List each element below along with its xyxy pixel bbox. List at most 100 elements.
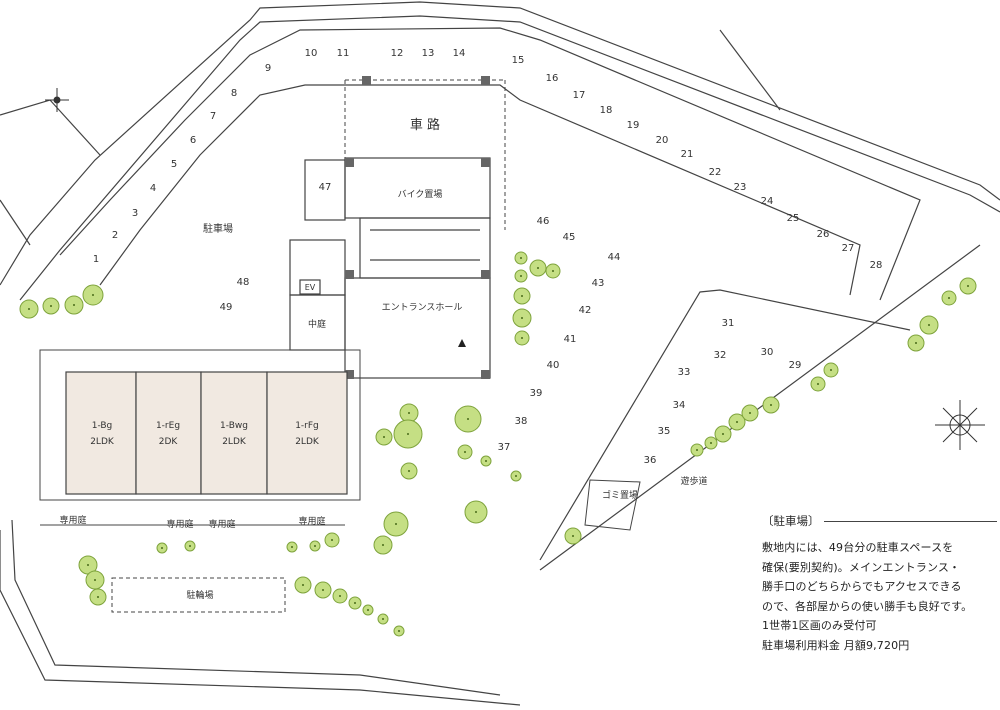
- parking-space-number: 24: [761, 196, 774, 207]
- unit-1-rfg-name: 1-rFg: [295, 421, 319, 431]
- tree-trunk-dot: [521, 337, 523, 339]
- parking-space-number: 48: [237, 277, 250, 288]
- tree-trunk-dot: [736, 421, 738, 423]
- parking-space-number: 46: [537, 216, 550, 227]
- bicycle-parking-label: 駐輪場: [186, 589, 213, 601]
- tree-trunk-dot: [948, 297, 950, 299]
- trees: [19, 251, 977, 637]
- tree-trunk-dot: [830, 369, 832, 371]
- tree-trunk-dot: [94, 579, 96, 581]
- parking-space-number: 27: [842, 243, 855, 254]
- parking-info-body: 敷地内には、49台分の駐車スペースを 確保(要別契約)。メインエントランス・ 勝…: [762, 538, 997, 655]
- tree-trunk-dot: [395, 523, 397, 525]
- garbage-area: [584, 479, 641, 531]
- parking-space-number: 12: [391, 48, 404, 59]
- parking-info-line: 勝手口のどちらからでもアクセスできる: [762, 580, 962, 593]
- tree-trunk-dot: [302, 584, 304, 586]
- unit-1-reg-type: 2DK: [159, 437, 179, 447]
- tree-trunk-dot: [398, 630, 400, 632]
- parking-info-header: 〔駐車場〕: [762, 513, 997, 529]
- parking-space-number: 9: [265, 63, 271, 74]
- parking-info-line: ので、各部屋からの使い勝手も良好です。: [762, 599, 973, 613]
- parking-space-number: 13: [422, 48, 435, 59]
- parking-space-number: 44: [608, 252, 621, 263]
- parking-space-number: 45: [563, 232, 576, 243]
- tree-trunk-dot: [322, 589, 324, 591]
- tree-trunk-dot: [339, 595, 341, 597]
- parking-space-number: 8: [231, 88, 237, 99]
- tree-trunk-dot: [382, 618, 384, 620]
- parking-space-number: 21: [681, 149, 694, 160]
- private-garden-label: 専用庭: [208, 518, 235, 530]
- parking-space-number: 4: [150, 183, 156, 194]
- tree-trunk-dot: [408, 412, 410, 414]
- tree-trunk-dot: [467, 418, 469, 420]
- tree-trunk-dot: [967, 285, 969, 287]
- elevator-label: EV: [305, 283, 316, 292]
- unit-1-bg: [65, 371, 137, 495]
- tree-trunk-dot: [521, 317, 523, 319]
- parking-label: 駐車場: [203, 222, 233, 235]
- parking-space-number: 35: [658, 426, 671, 437]
- parking-info-title: 〔駐車場〕: [762, 514, 820, 528]
- parking-space-number: 34: [673, 400, 686, 411]
- parking-space-number: 38: [515, 416, 528, 427]
- tree-trunk-dot: [552, 270, 554, 272]
- bike-parking-label: バイク置場: [398, 188, 443, 200]
- private-garden-label: 専用庭: [298, 515, 325, 527]
- tree-trunk-dot: [408, 470, 410, 472]
- tree-trunk-dot: [407, 433, 409, 435]
- tree-trunk-dot: [291, 546, 293, 548]
- parking-space-number: 37: [498, 442, 511, 453]
- parking-space-number: 42: [579, 305, 592, 316]
- entrance-hall-label: エントランスホール: [382, 302, 463, 313]
- parking-space-number: 17: [573, 90, 586, 101]
- parking-space-number: 31: [722, 318, 735, 329]
- tree-trunk-dot: [28, 308, 30, 310]
- parking-outline: [59, 27, 921, 301]
- parking-space-number: 32: [714, 350, 727, 361]
- tree-trunk-dot: [354, 602, 356, 604]
- tree-trunk-dot: [189, 545, 191, 547]
- tree-trunk-dot: [383, 436, 385, 438]
- tree-trunk-dot: [928, 324, 930, 326]
- tree-trunk-dot: [521, 295, 523, 297]
- parking-space-number: 47: [319, 182, 332, 193]
- tree-trunk-dot: [464, 451, 466, 453]
- parking-space-number: 28: [870, 260, 883, 271]
- unit-1-bwg-name: 1-Bwg: [220, 421, 248, 431]
- tree-trunk-dot: [572, 535, 574, 537]
- divider: [823, 520, 997, 522]
- parking-space-number: 1: [93, 254, 99, 265]
- tree-trunk-dot: [382, 544, 384, 546]
- tree-trunk-dot: [50, 305, 52, 307]
- tree-trunk-dot: [97, 596, 99, 598]
- tree-trunk-dot: [367, 609, 369, 611]
- parking-info-panel: 〔駐車場〕 敷地内には、49台分の駐車スペースを 確保(要別契約)。メインエント…: [762, 513, 997, 655]
- tree-trunk-dot: [770, 404, 772, 406]
- parking-space-number: 19: [627, 120, 640, 131]
- parking-info-line: 駐車場利用料金 月額9,720円: [762, 638, 910, 652]
- unit-1-bg-name: 1-Bg: [92, 421, 113, 431]
- parking-space-number: 26: [817, 229, 830, 240]
- tree-trunk-dot: [92, 294, 94, 296]
- tree-trunk-dot: [915, 342, 917, 344]
- compass-icon: [935, 400, 985, 450]
- parking-space-number: 2: [112, 230, 118, 241]
- parking-space-number: 39: [530, 388, 543, 399]
- unit-1-rfg-type: 2LDK: [295, 437, 320, 447]
- parking-space-number: 40: [547, 360, 560, 371]
- parking-space-number: 3: [132, 208, 138, 219]
- unit-1-bwg-type: 2LDK: [222, 437, 247, 447]
- road-label: 車 路: [410, 117, 440, 133]
- parking-info-line: 確保(要別契約)。メインエントランス・: [762, 560, 961, 574]
- parking-space-number: 16: [546, 73, 559, 84]
- bicycle-parking-area: [111, 577, 286, 613]
- parking-space-number: 18: [600, 105, 613, 116]
- tree-trunk-dot: [817, 383, 819, 385]
- road-area: [344, 79, 506, 230]
- parking-info-line: 1世帯1区画のみ受付可: [762, 619, 877, 632]
- private-garden-label: 専用庭: [166, 518, 193, 530]
- parking-space-number: 15: [512, 55, 525, 66]
